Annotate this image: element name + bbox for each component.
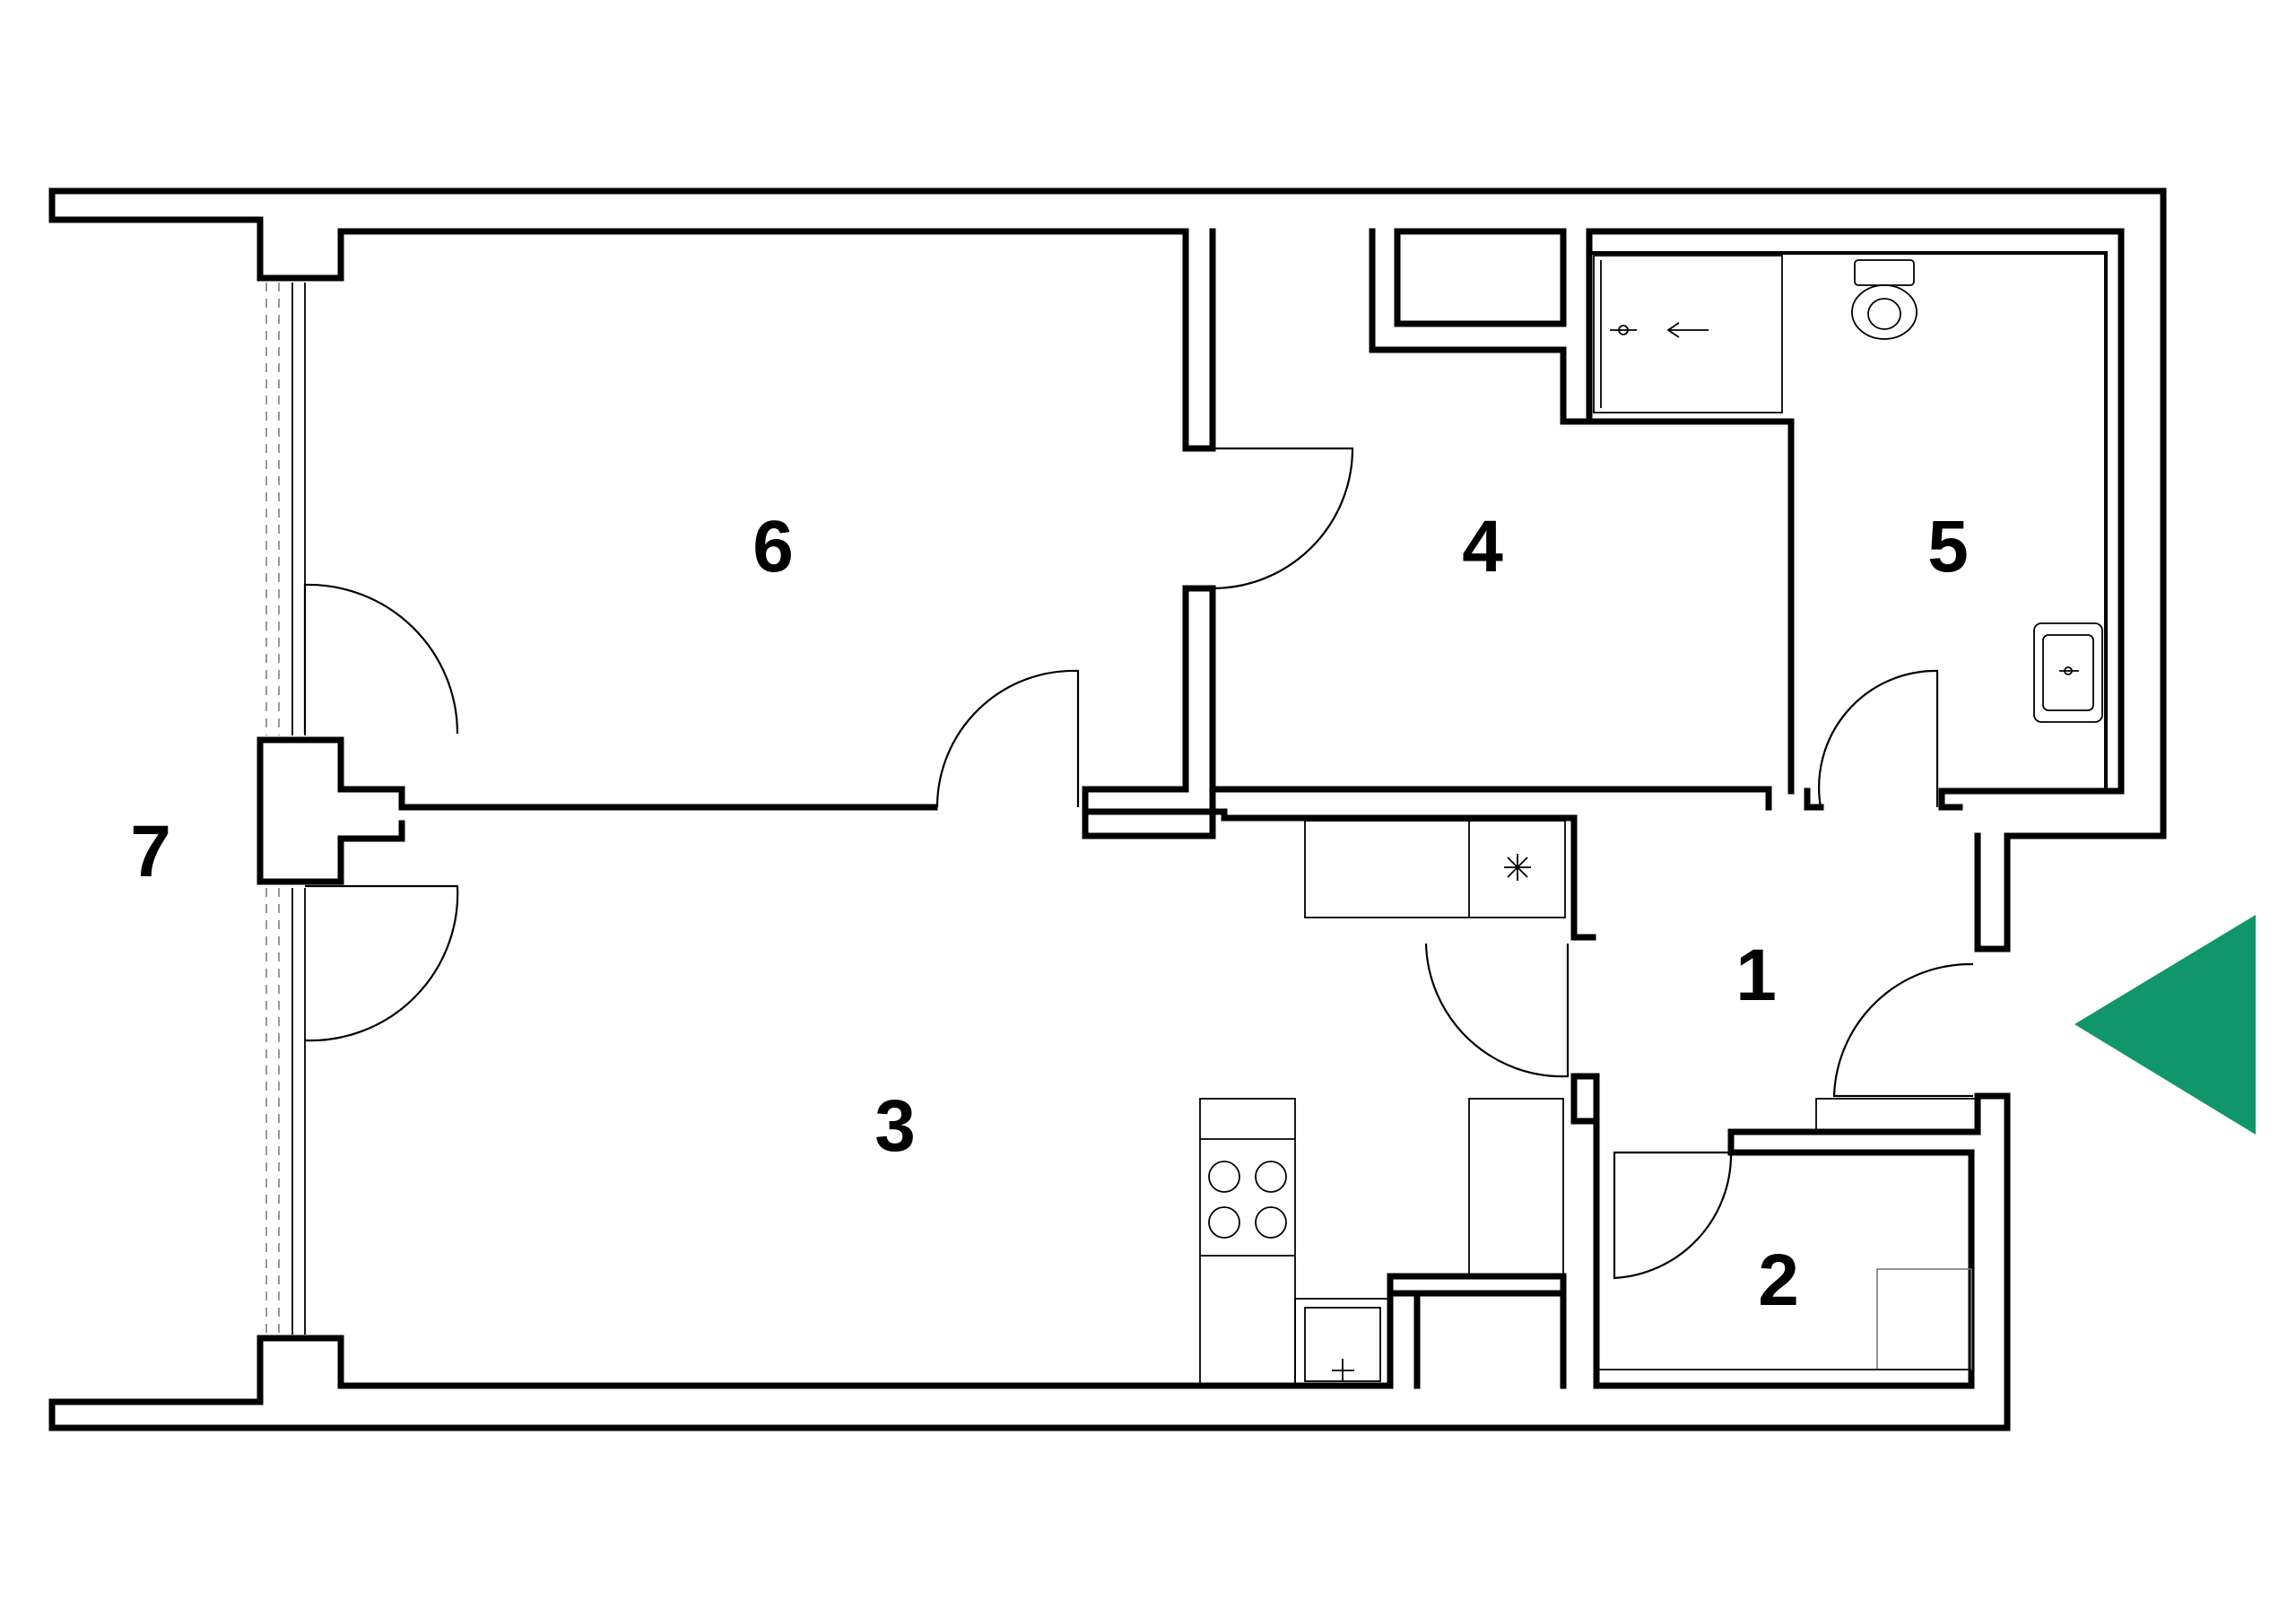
room-label-5: 5 — [1927, 506, 1969, 587]
room-label-2: 2 — [1758, 1240, 1799, 1321]
outer-walls — [48, 187, 2167, 1431]
fridge-icon — [1504, 854, 1531, 881]
room-labels: 1 2 3 4 5 6 7 — [130, 506, 1969, 1321]
kitchen-sink-icon — [1294, 1298, 1390, 1387]
doors — [303, 447, 1974, 1280]
room-label-1: 1 — [1735, 935, 1777, 1016]
entrance-arrow-icon — [2074, 915, 2256, 1135]
room-label-7: 7 — [130, 811, 171, 892]
toilet-icon — [1851, 259, 1918, 340]
stove-icon — [1199, 1098, 1296, 1387]
balcony-edge — [257, 283, 938, 1335]
room-label-3: 3 — [874, 1085, 916, 1167]
room-label-4: 4 — [1462, 506, 1503, 587]
interior-walls — [1082, 228, 2011, 1389]
fixtures — [1199, 255, 2103, 1387]
bathroom-sink-icon — [2033, 622, 2103, 723]
room-label-6: 6 — [752, 506, 794, 587]
